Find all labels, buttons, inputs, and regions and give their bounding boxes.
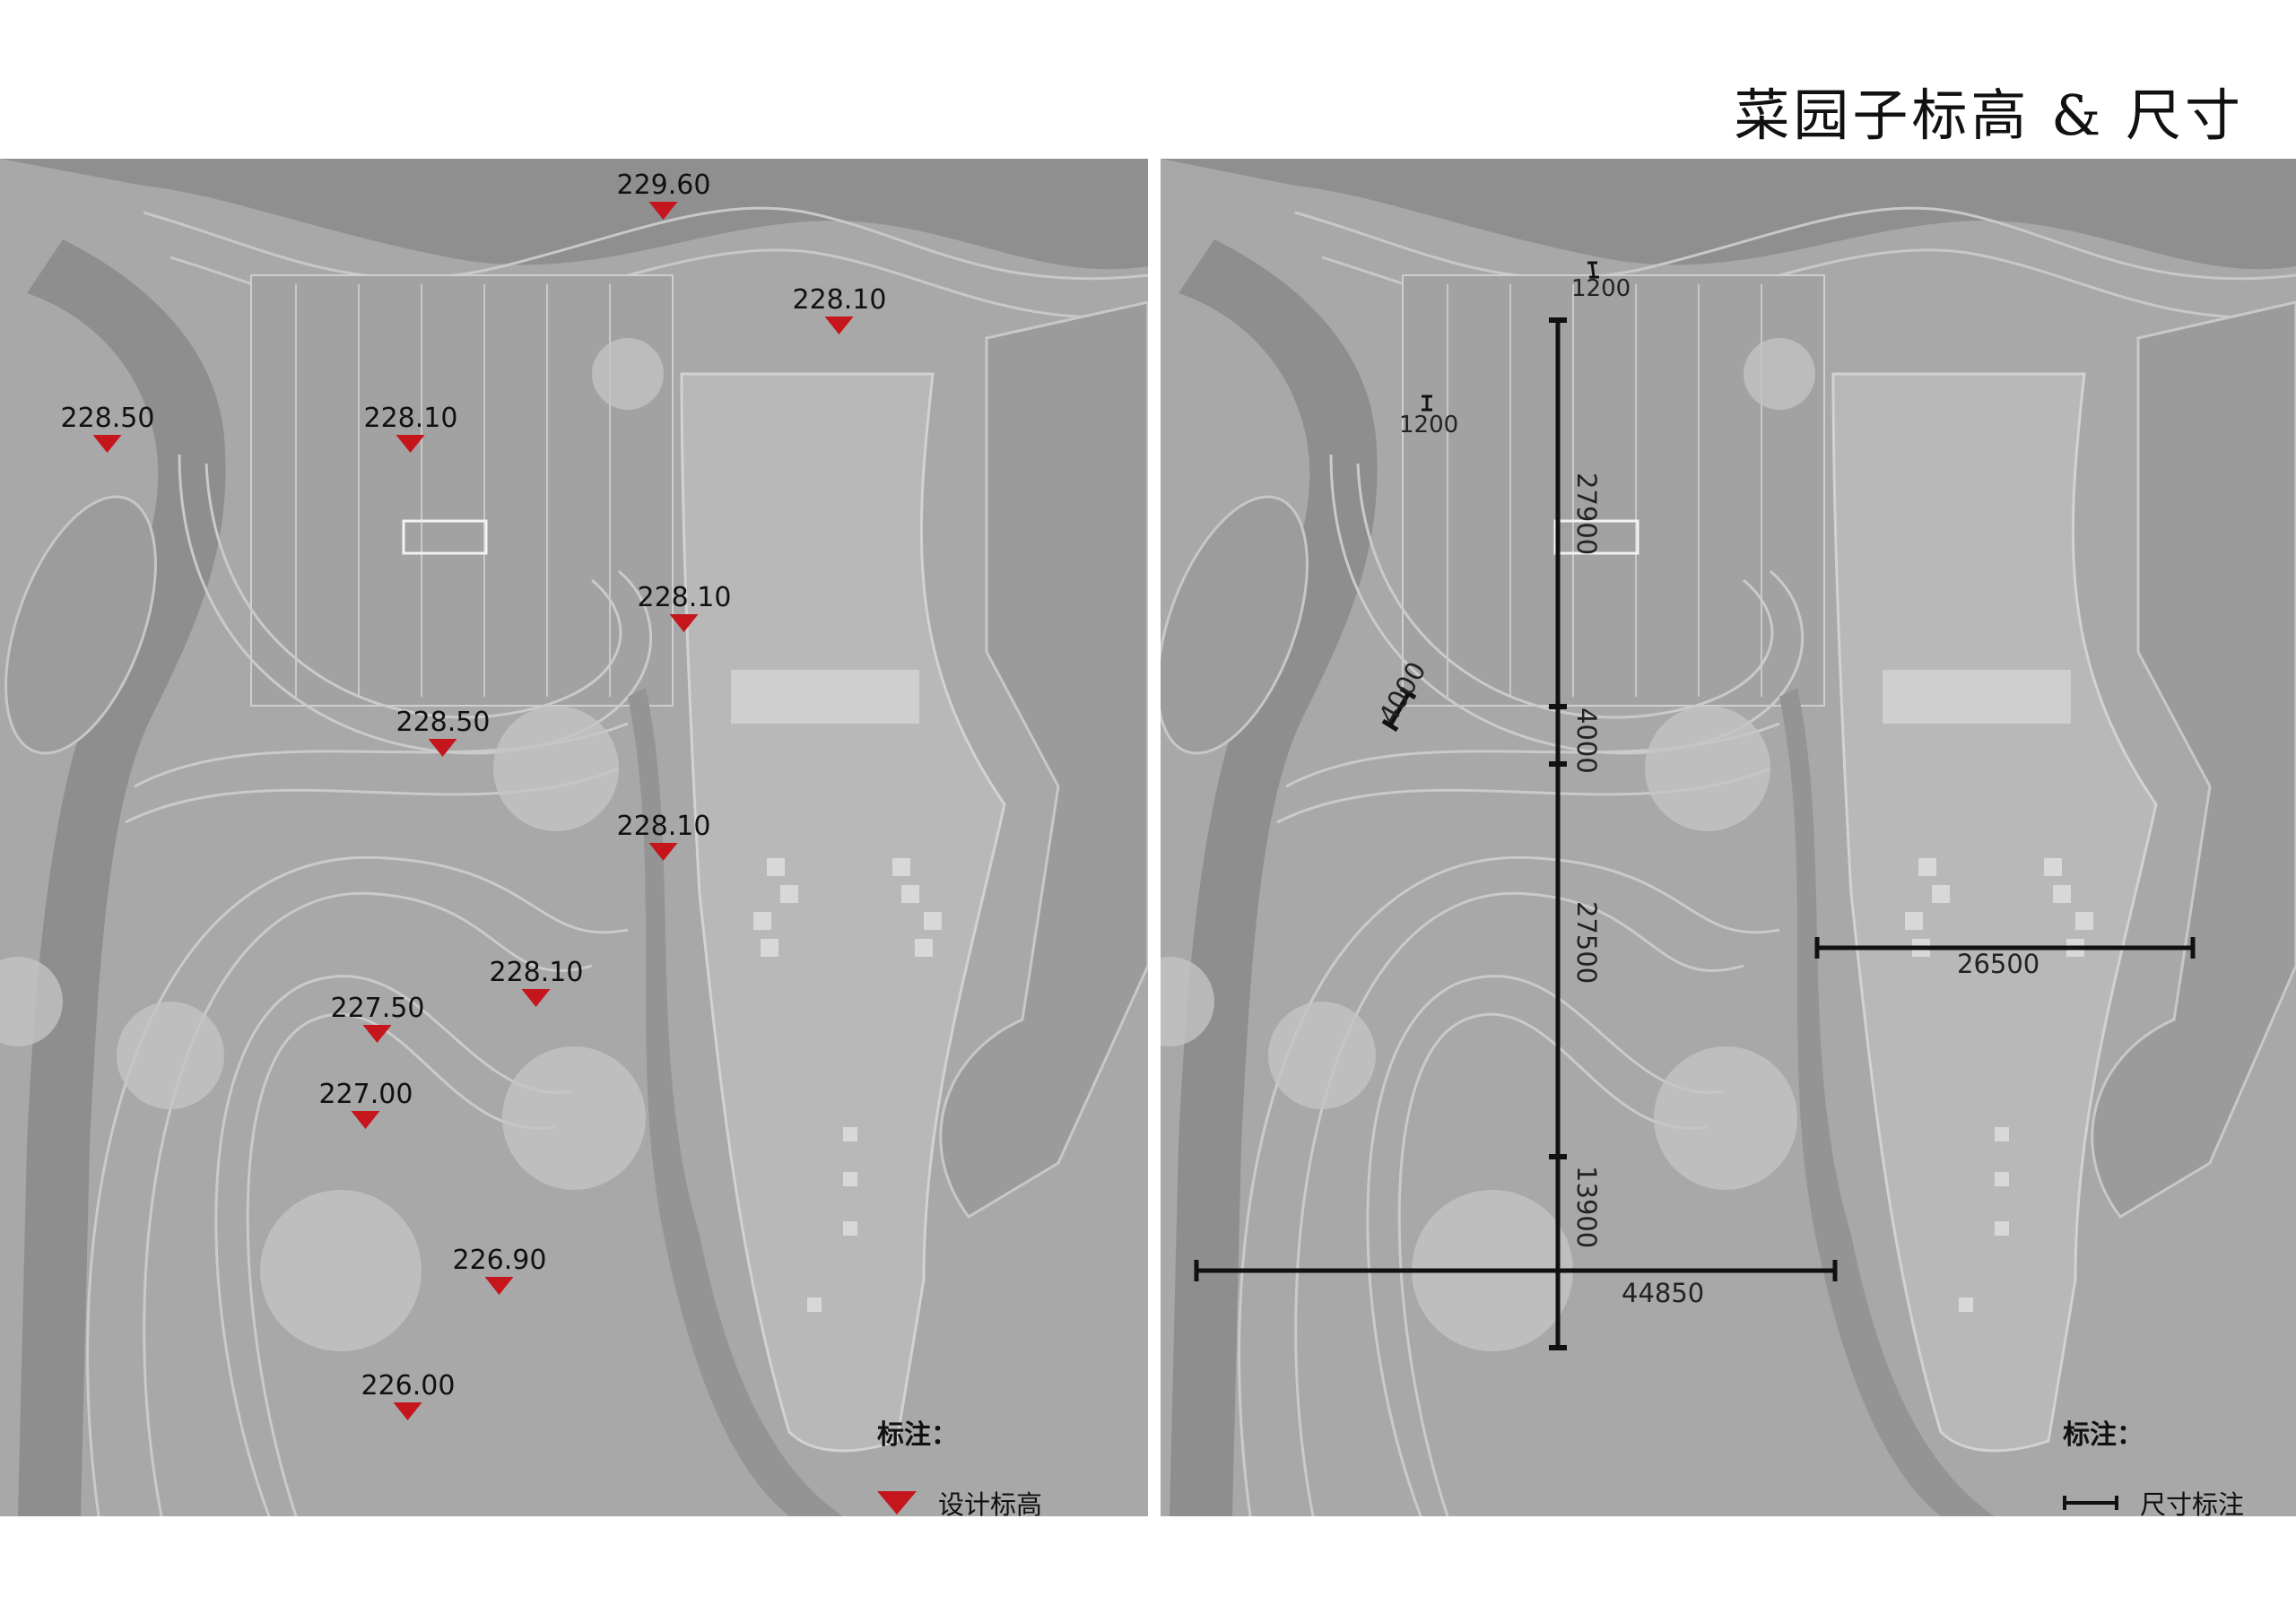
site-plan-map — [0, 159, 1148, 1516]
elevation-value: 228.50 — [396, 707, 491, 738]
red-triangle-marker-icon — [396, 435, 425, 453]
elevation-marker: 228.10 — [489, 957, 584, 1007]
page-title: 菜园子标高 & 尺寸 — [1734, 82, 2244, 148]
elevation-marker: 226.00 — [361, 1370, 456, 1420]
elevation-value: 228.10 — [616, 811, 711, 842]
red-triangle-marker-icon — [428, 739, 457, 757]
red-triangle-marker-icon — [877, 1491, 917, 1515]
elevation-value: 226.00 — [361, 1370, 456, 1402]
red-triangle-marker-icon — [669, 614, 699, 632]
site-plan-map — [1161, 159, 2296, 1516]
elevation-marker: 229.60 — [616, 169, 711, 220]
elevation-marker: 228.10 — [792, 284, 887, 334]
legend-title: 标注： — [2063, 1419, 2144, 1451]
dimension-label: 26500 — [1957, 949, 2040, 979]
elevation-marker: 228.10 — [363, 403, 458, 453]
dimension-label: 44850 — [1622, 1278, 1705, 1308]
elevation-marker: 227.00 — [319, 1081, 413, 1129]
dimension-plan-panel: 1200 1200 27900 4000 4000 27500 26500 13… — [1161, 159, 2296, 1516]
legend-title: 标注： — [877, 1419, 958, 1451]
elevation-value: 228.10 — [489, 957, 584, 988]
dimension-lines — [1194, 261, 2196, 1350]
elevation-value: 227.00 — [318, 1079, 413, 1110]
red-triangle-marker-icon — [484, 1277, 514, 1295]
red-triangle-marker-icon — [824, 317, 854, 334]
elevation-value: 227.50 — [330, 993, 425, 1024]
legend-item-dimension: 尺寸标注 — [2063, 1484, 2244, 1516]
elevation-value: 228.50 — [60, 403, 155, 434]
elevation-value: 229.60 — [616, 169, 711, 201]
red-triangle-marker-icon — [648, 843, 678, 861]
elevation-marker: 227.50 — [330, 993, 425, 1043]
dimension-bar-icon — [2063, 1496, 2118, 1510]
red-triangle-marker-icon — [92, 435, 122, 453]
legend-label: 尺寸标注 — [2140, 1489, 2245, 1516]
dimension-label: 1200 — [1571, 275, 1631, 302]
elevation-value: 228.10 — [792, 284, 887, 316]
red-triangle-marker-icon — [351, 1111, 380, 1129]
elevation-value: 228.10 — [363, 403, 458, 434]
dimension-label: 13900 — [1571, 1166, 1602, 1249]
elevation-marker: 226.90 — [452, 1245, 547, 1295]
elevation-value: 226.90 — [452, 1245, 547, 1276]
red-triangle-marker-icon — [393, 1402, 422, 1420]
red-triangle-marker-icon — [362, 1025, 392, 1043]
dimension-label: 27500 — [1571, 901, 1602, 985]
elevation-marker: 228.50 — [396, 707, 491, 757]
elevation-marker: 228.50 — [60, 403, 155, 453]
elevation-plan-panel: 229.60 228.10 228.50 228.10 228.10 228.5… — [0, 159, 1148, 1516]
legend-label: 设计标高 — [938, 1489, 1043, 1516]
dimension-label: 27900 — [1571, 473, 1602, 556]
dimension-label: 4000 — [1571, 707, 1602, 774]
elevation-marker: 228.10 — [637, 582, 732, 632]
red-triangle-marker-icon — [648, 202, 678, 220]
legend-item-elevation: 设计标高 — [877, 1484, 1042, 1516]
dimension-label: 1200 — [1399, 412, 1459, 438]
red-triangle-marker-icon — [521, 989, 551, 1007]
elevation-marker: 228.10 — [616, 811, 711, 861]
elevation-value: 228.10 — [637, 582, 732, 613]
